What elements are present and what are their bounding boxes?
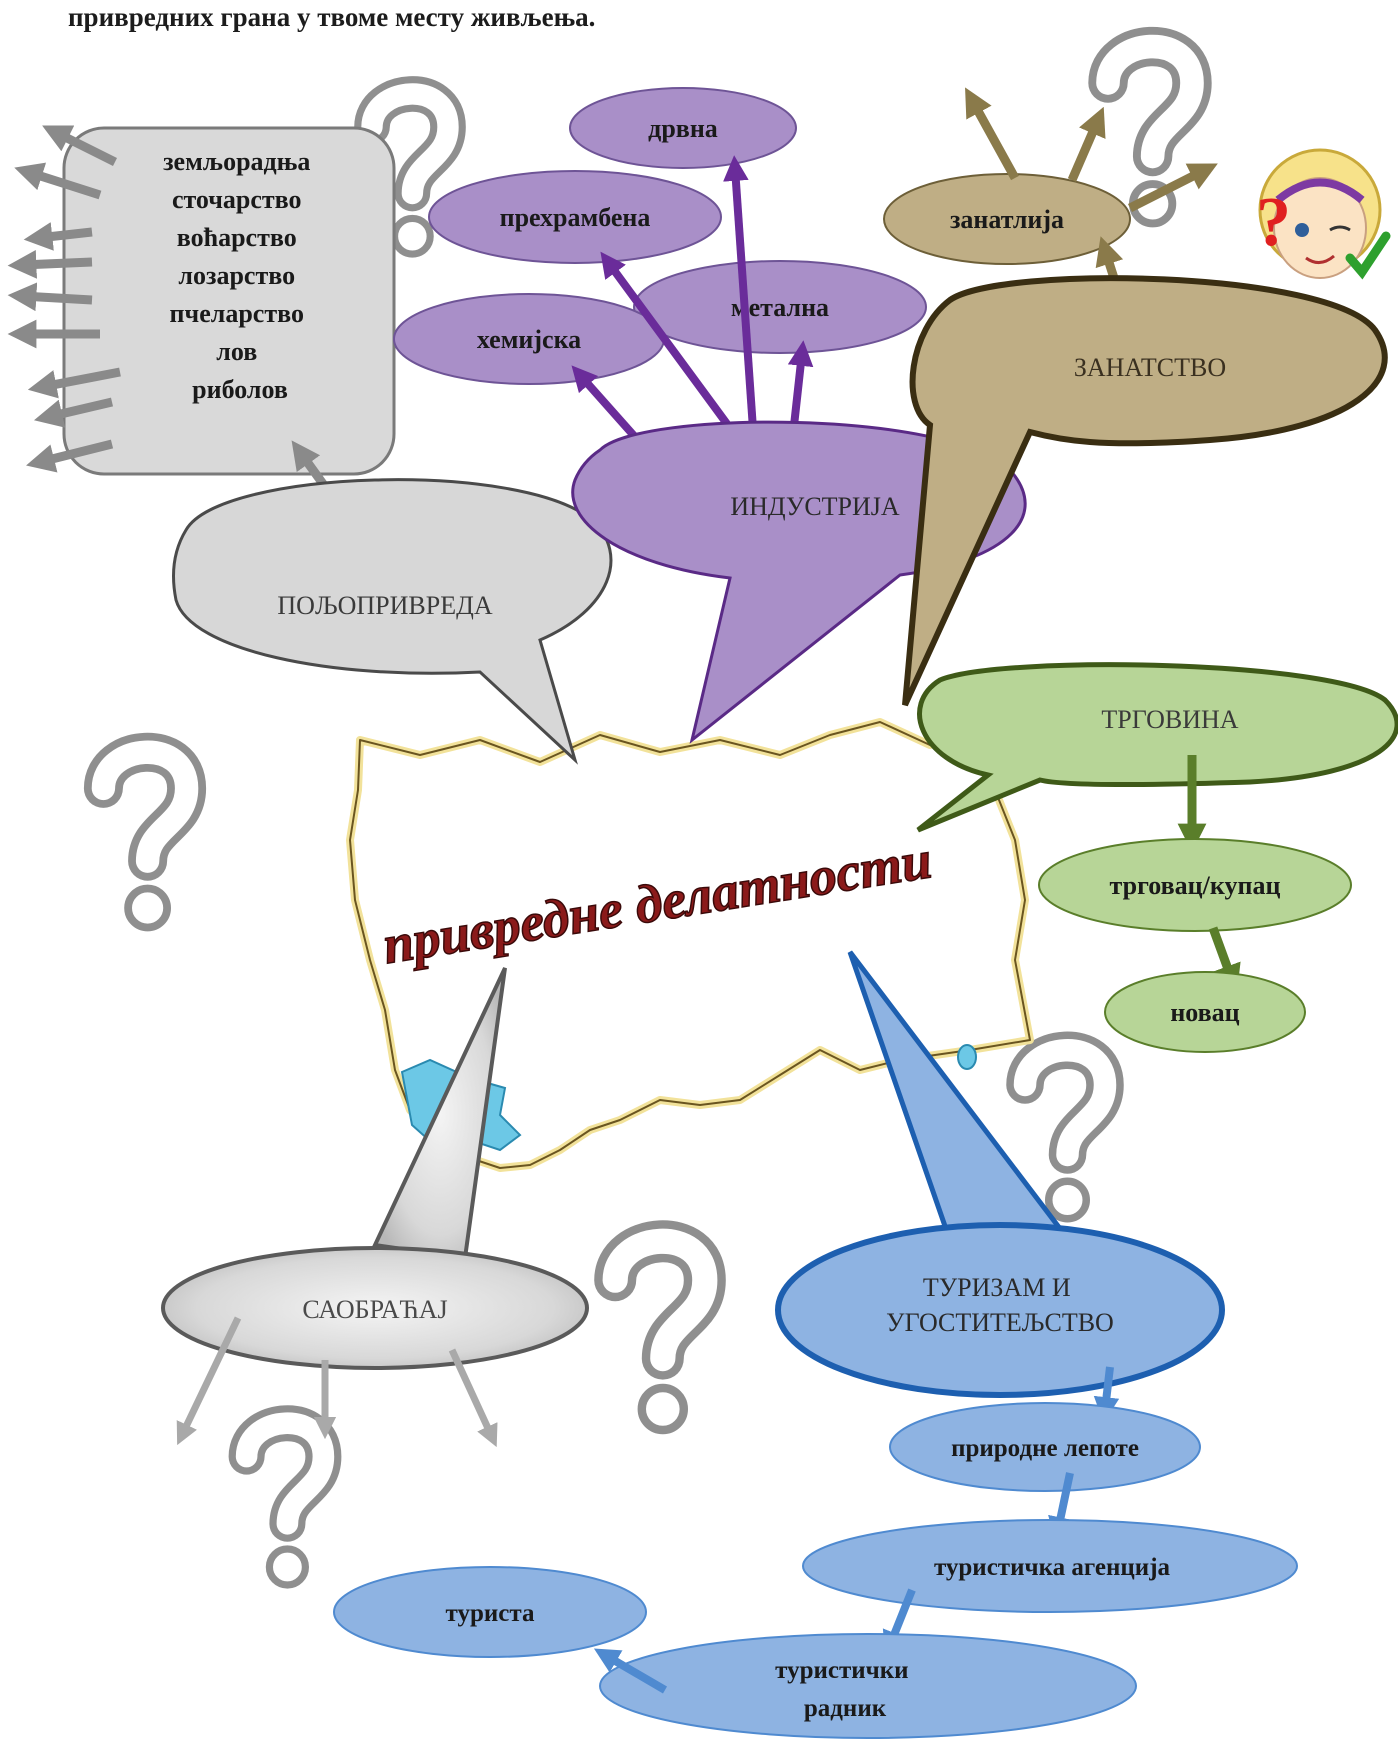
tourism-chain-3 — [599, 1633, 1137, 1739]
transport-group: САОБРАЋАЈ — [161, 967, 589, 1448]
header-text: привредних грана у твоме месту живљења. — [68, 2, 596, 32]
crafts-callout — [902, 275, 1388, 707]
tourism-label: ТУРИЗАМ И УГОСТИТЕЉСТВО — [886, 1273, 1114, 1337]
agriculture-group: земљорадња сточарство воћарство лозарств… — [7, 125, 613, 765]
agri-item-5: пчеларство — [170, 299, 304, 328]
transport-label: САОБРАЋАЈ — [302, 1295, 447, 1324]
transport-callout — [161, 1246, 589, 1370]
trade-child-2-label: новац — [1170, 998, 1239, 1027]
agri-item-2: сточарство — [172, 185, 302, 214]
agri-item-1: земљорадња — [163, 147, 310, 176]
question-mark-icon — [247, 1423, 324, 1585]
agriculture-side-arrows — [7, 125, 121, 473]
question-mark-icon — [615, 1241, 705, 1430]
tourism-chain-3-label: туристички радник — [775, 1657, 915, 1722]
industry-branch-drvna — [569, 87, 797, 169]
trade-label: ТРГОВИНА — [1101, 705, 1238, 734]
tourism-callout — [775, 1222, 1225, 1398]
trade-child-novac — [1104, 971, 1306, 1053]
crafts-child-zanatlija — [883, 173, 1131, 265]
tourism-chain-2-label: туристичка агенција — [934, 1554, 1171, 1581]
industry-branch-drvna-label: дрвна — [648, 114, 718, 143]
question-mark-icon — [103, 752, 186, 927]
trade-callout — [916, 662, 1398, 833]
agriculture-callout — [171, 478, 613, 765]
tourism-group: ТУРИЗАМ И УГОСТИТЕЉСТВО природне лепоте … — [333, 950, 1298, 1739]
agri-item-3: воћарство — [177, 223, 297, 252]
tourism-arrow-1 — [1093, 1366, 1120, 1423]
question-mark-icon — [1025, 1050, 1105, 1218]
agri-item-4: лозарство — [178, 261, 295, 290]
industry-branch-hemijska-label: хемијска — [477, 325, 581, 354]
agriculture-label: ПОЉОПРИВРЕДА — [277, 591, 492, 620]
industry-branch-prehrambena-label: прехрамбена — [500, 203, 651, 232]
agri-item-6: лов — [216, 337, 257, 366]
tourism-chain-2 — [802, 1519, 1298, 1613]
industry-branch-metalna — [633, 260, 927, 354]
industry-label: ИНДУСТРИЈА — [730, 492, 900, 521]
tourism-chain-1-label: природне лепоте — [951, 1435, 1139, 1462]
tourism-label-line2: УГОСТИТЕЉСТВО — [886, 1308, 1114, 1337]
tourism-label-line1: ТУРИЗАМ И — [923, 1273, 1071, 1302]
industry-group: дрвна прехрамбена метална хемијска ИНДУС… — [393, 87, 1027, 744]
industry-callout — [571, 420, 1027, 744]
tourism-chain-4-label: туриста — [446, 1600, 535, 1627]
transport-arrows — [176, 1316, 498, 1448]
lake-dojran — [957, 1044, 977, 1070]
tourism-chain-3-line2: радник — [804, 1695, 887, 1722]
tourism-chain-3-line1: туристички — [775, 1657, 908, 1684]
svg-text:земљорадња сточарство: земљорадња сточарство воћарство лозарств… — [163, 147, 317, 404]
country-border-line — [349, 721, 1031, 1169]
svg-text:?: ? — [1256, 184, 1291, 261]
girl-face-icon: ? — [1256, 148, 1391, 280]
tourism-arrow-4 — [593, 1648, 668, 1694]
crafts-child-label: занатлија — [950, 205, 1064, 234]
trade-child-trgovac — [1038, 838, 1352, 932]
crafts-group: занатлија ЗАНАТСТВО ? — [883, 87, 1391, 707]
industry-branch-prehrambena — [428, 170, 722, 264]
agri-item-7: риболов — [192, 375, 288, 404]
tourism-chain-4 — [333, 1566, 647, 1658]
trade-group: ТРГОВИНА трговац/купац новац — [916, 662, 1398, 1053]
trade-child-1-label: трговац/купац — [1110, 871, 1281, 900]
crafts-label: ЗАНАТСТВО — [1074, 353, 1226, 382]
trade-arrow-2 — [1208, 926, 1241, 994]
tourism-chain-1 — [889, 1402, 1201, 1492]
